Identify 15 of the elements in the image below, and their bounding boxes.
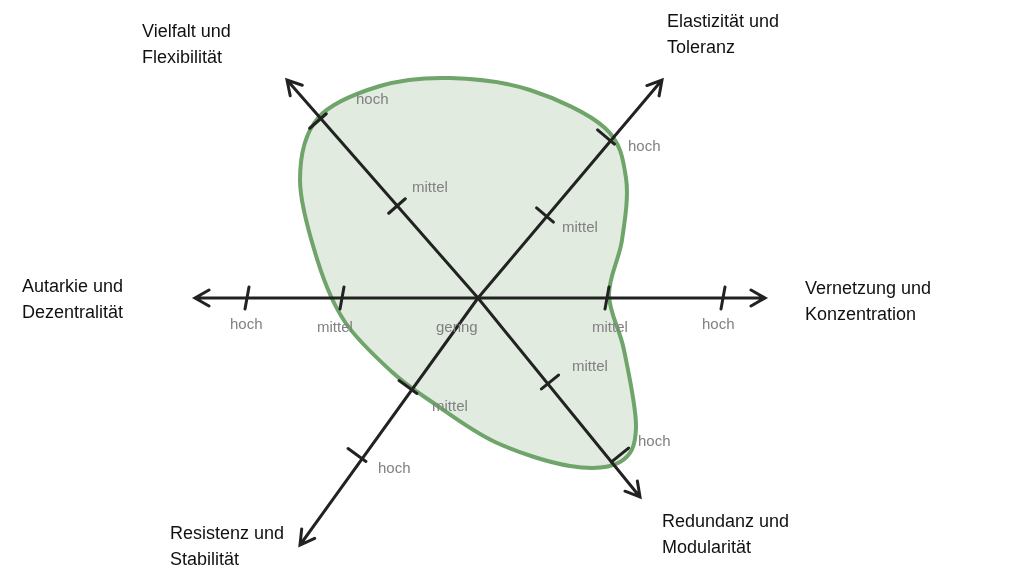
scale-label: hoch (702, 315, 735, 333)
scale-label: mittel (572, 357, 608, 375)
axis-label: Vernetzung und Konzentration (805, 277, 933, 326)
axis-label: Autarkie und Dezentralität (22, 275, 125, 324)
axis-label: Redundanz und Modularität (662, 510, 791, 559)
scale-label: mittel (412, 178, 448, 196)
scale-label: hoch (638, 432, 671, 450)
scale-label: hoch (378, 459, 411, 477)
scale-label: hoch (356, 90, 389, 108)
scale-label: mittel (562, 218, 598, 236)
scale-label: hoch (628, 137, 661, 155)
axis-label: Vielfalt und Flexibilität (142, 20, 232, 69)
axis-label: Resistenz und Stabilität (170, 522, 286, 571)
scale-label: hoch (230, 315, 263, 333)
axis-label: Elastizität und Toleranz (667, 10, 781, 59)
